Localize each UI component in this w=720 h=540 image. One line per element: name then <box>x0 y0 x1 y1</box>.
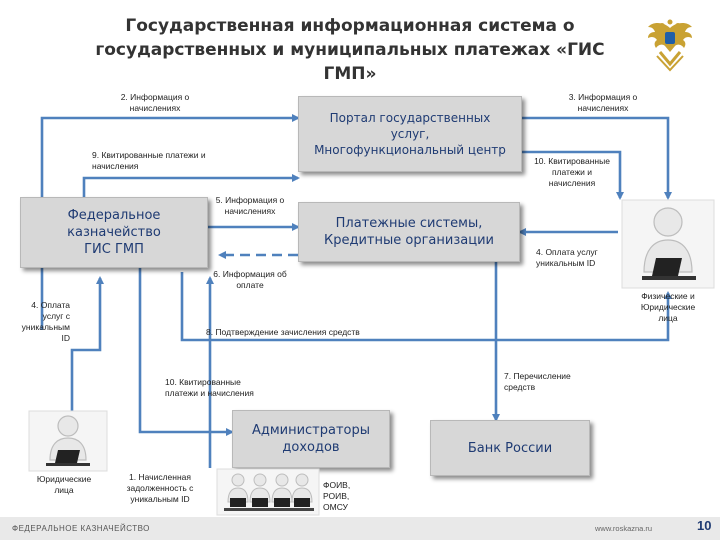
footer-website-link[interactable]: www.roskazna.ru <box>595 524 653 533</box>
label-5-info-accruals: 5. Информация о начислениях <box>215 195 285 216</box>
page-number: 10 <box>697 518 712 533</box>
label-3-info-accruals: 3. Информация о начислениях <box>568 92 638 113</box>
label-10-reconciled-payments: 10. Квитированные платежи и начисления <box>534 156 610 188</box>
revenue-administrators-box: Администраторы доходов <box>232 410 390 468</box>
label-1-accrued-debt: 1. Начисленная задолженность с уникальны… <box>126 472 194 504</box>
portal-box: Портал государственных услуг, Многофункц… <box>298 96 522 172</box>
arrow-8-treasury-to-persons <box>180 272 672 342</box>
label-10-reconciled-admins: 10. Квитированные платежи и начисления <box>165 377 254 398</box>
label-legal-entities: Юридические лица <box>36 474 92 495</box>
footer-org-name: ФЕДЕРАЛЬНОЕ КАЗНАЧЕЙСТВО <box>12 524 150 533</box>
double-headed-eagle-emblem-icon <box>648 19 692 72</box>
label-7-funds-transfer: 7. Перечисление средств <box>504 371 571 392</box>
person-at-laptop-icon <box>28 410 108 472</box>
treasury-box: Федеральное казначейство ГИС ГМП <box>20 197 208 268</box>
arrow-10-portal-to-persons <box>522 150 624 200</box>
arrow-4-jur-to-treasury <box>70 276 104 420</box>
label-6-payment-info: 6. Информация об оплате <box>213 269 287 290</box>
person-at-laptop-icon <box>621 199 715 289</box>
arrow-10-treasury-to-admins <box>138 268 234 436</box>
footer-bar <box>0 517 720 540</box>
label-8-confirmation: 8. Подтверждение зачисления средств <box>206 327 360 337</box>
payment-systems-box: Платежные системы, Кредитные организации <box>298 202 520 262</box>
arrow-9-treasury-to-portal <box>82 174 300 205</box>
bank-of-russia-box: Банк России <box>430 420 590 476</box>
label-4-payment-with-id-left: 4. Оплата услуг с уникальным ID <box>21 300 70 343</box>
label-9-reconciled-payments: 9. Квитированные платежи и начисления <box>92 150 206 171</box>
arrow-3-portal-to-persons <box>522 116 672 200</box>
group-at-laptops-icon <box>216 468 320 516</box>
page-title: Государственная информационная система о… <box>95 16 605 84</box>
label-2-info-accruals: 2. Информация о начислениях <box>120 92 190 113</box>
label-foiv-roiv-omsu: ФОИВ, РОИВ, ОМСУ <box>323 480 351 512</box>
label-4-payment-with-id: 4. Оплата услуг уникальным ID <box>536 247 598 268</box>
label-individuals-and-legal-entities: Физические и Юридические лица <box>640 291 696 323</box>
